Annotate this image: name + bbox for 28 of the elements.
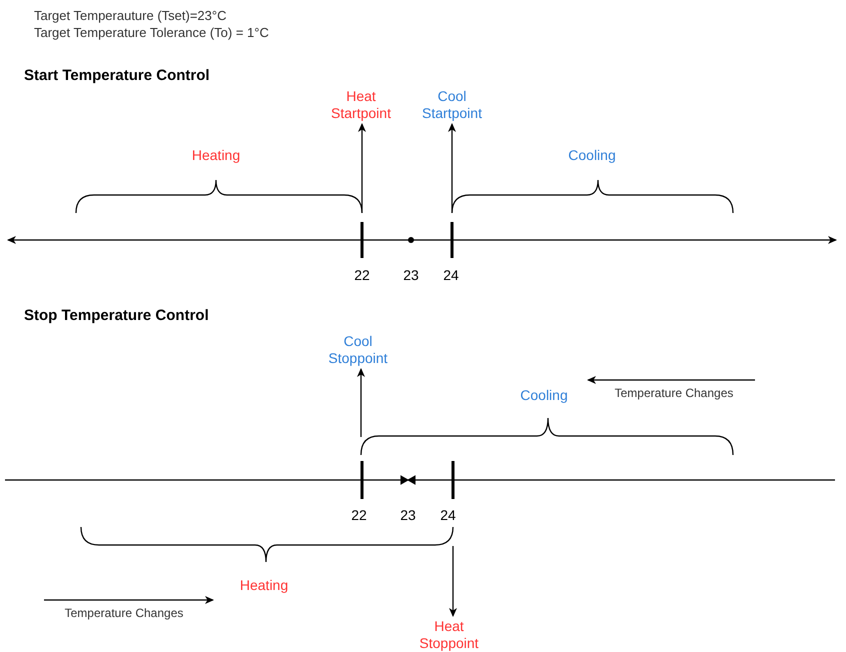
- tick-label: 24: [440, 506, 456, 524]
- range-label: Cooling: [568, 146, 616, 164]
- arrow: [358, 123, 366, 213]
- note-text: Target Temperauture (Tset)=23°C: [34, 8, 226, 25]
- arrow: [357, 368, 365, 437]
- setpoint-label: Heat Stoppoint: [404, 618, 494, 652]
- arrow: [448, 123, 456, 213]
- section-heading: Start Temperature Control: [24, 66, 210, 86]
- tick-label: 23: [403, 266, 419, 284]
- note-text: Target Temperature Tolerance (To) = 1°C: [34, 25, 269, 42]
- direction-label: Temperature Changes: [614, 386, 734, 402]
- curly-bracket: [451, 179, 734, 214]
- setpoint-label: Cool Startpoint: [407, 88, 497, 122]
- tick-label: 22: [351, 506, 367, 524]
- direction-label: Temperature Changes: [64, 606, 184, 622]
- tick-label: 22: [354, 266, 370, 284]
- tick-label: 23: [400, 506, 416, 524]
- curly-bracket: [360, 417, 734, 456]
- setpoint-label: Cool Stoppoint: [313, 333, 403, 367]
- range-label: Heating: [192, 146, 240, 164]
- range-label: Heating: [240, 576, 288, 594]
- arrow: [449, 546, 457, 617]
- tick-label: 24: [443, 266, 459, 284]
- curly-bracket: [80, 526, 454, 563]
- section-heading: Stop Temperature Control: [24, 306, 209, 326]
- setpoint-label: Heat Startpoint: [316, 88, 406, 122]
- curly-bracket: [75, 179, 363, 214]
- range-label: Cooling: [520, 386, 568, 404]
